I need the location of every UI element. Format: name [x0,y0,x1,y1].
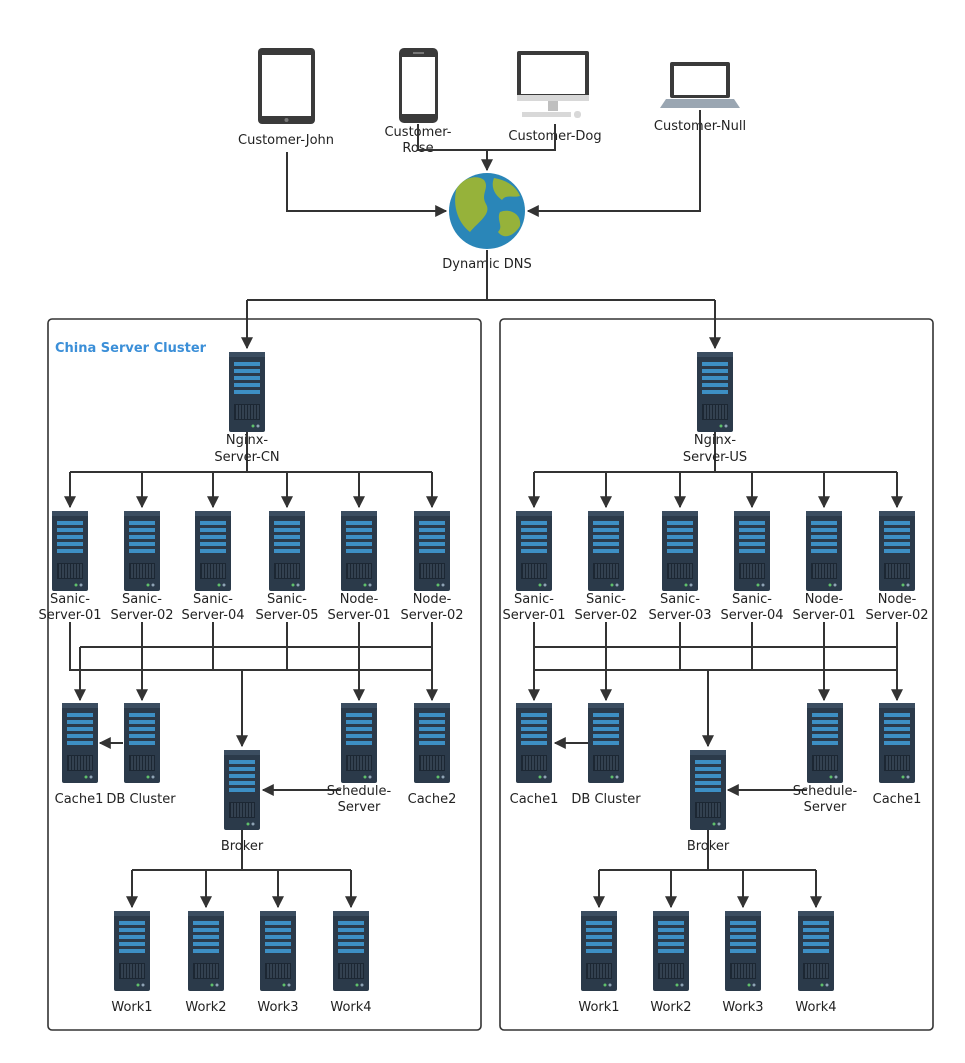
worker-label: Work4 [330,1000,371,1015]
cache-left-label: Cache1 [510,792,559,807]
tablet-icon [258,48,315,124]
app-label-line1: Node- [413,592,452,607]
server-rack-icon [61,702,99,784]
server-rack-icon [340,510,378,592]
server-rack-icon [51,510,89,592]
schedule-label-line1: Schedule- [327,784,392,799]
app-label-line2: Server-01 [38,608,101,623]
server-rack-icon [878,702,916,784]
app-label-line2: Server-04 [181,608,244,623]
app-label-line2: Server-02 [574,608,637,623]
app-label-line2: Server-01 [502,608,565,623]
us-cluster-frame [499,318,934,1031]
app-label-line2: Server-02 [400,608,463,623]
nginx-label-line1: Nginx- [694,433,737,448]
server-rack-icon [340,702,378,784]
app-label-line2: Server-01 [792,608,855,623]
server-rack-icon [661,510,699,592]
app-label-line2: Server-02 [110,608,173,623]
smartphone-icon [399,48,438,123]
server-rack-icon [413,702,451,784]
app-label-line1: Sanic- [267,592,307,607]
worker-label: Work2 [185,1000,226,1015]
server-rack-icon [797,910,835,992]
nginx-label-line1: Nginx- [226,433,269,448]
worker-label: Work1 [578,1000,619,1015]
china-cluster-title: China Server Cluster [55,341,207,356]
server-rack-icon [515,510,553,592]
china-cluster-frame [47,318,482,1031]
server-rack-icon [228,351,266,433]
server-rack-icon [587,702,625,784]
app-label-line1: Sanic- [193,592,233,607]
server-rack-icon [805,510,843,592]
schedule-label-line2: Server [338,800,381,815]
broker-label: Broker [687,839,730,854]
server-rack-icon [515,702,553,784]
server-rack-icon [689,749,727,831]
server-rack-icon [724,910,762,992]
schedule-label-line1: Schedule- [793,784,858,799]
worker-label: Work3 [722,1000,763,1015]
server-rack-icon [332,910,370,992]
nginx-label-line2: Server-CN [214,450,279,465]
app-label-line1: Sanic- [660,592,700,607]
app-label-line2: Server-05 [255,608,318,623]
laptop-icon [660,62,740,108]
app-label-line2: Server-03 [648,608,711,623]
app-label-line1: Sanic- [586,592,626,607]
nginx-label-line2: Server-US [683,450,747,465]
server-rack-icon [113,910,151,992]
server-rack-icon [268,510,306,592]
db-cluster-label: DB Cluster [106,792,176,807]
server-rack-icon [580,910,618,992]
china-cluster: Nginx- Server-CN Sanic- Server-01 Sanic-… [38,351,464,1015]
server-rack-icon [187,910,225,992]
customer-connections [241,110,721,350]
app-label-line1: Node- [878,592,917,607]
worker-label: Work4 [795,1000,836,1015]
app-label-line2: Server-04 [720,608,783,623]
server-rack-icon [123,510,161,592]
server-rack-icon [806,702,844,784]
server-rack-icon [652,910,690,992]
server-rack-icon [259,910,297,992]
schedule-label-line2: Server [804,800,847,815]
app-label-line1: Sanic- [514,592,554,607]
cache-right-label: Cache1 [873,792,922,807]
worker-label: Work1 [111,1000,152,1015]
desktop-monitor-icon [517,51,589,118]
server-rack-icon [413,510,451,592]
server-rack-icon [587,510,625,592]
server-rack-icon [878,510,916,592]
server-rack-icon [696,351,734,433]
worker-label: Work2 [650,1000,691,1015]
db-cluster-label: DB Cluster [571,792,641,807]
app-label-line1: Sanic- [50,592,90,607]
customer-john-label: Customer-John [238,133,334,148]
cache-right-label: Cache2 [408,792,457,807]
globe-icon [449,173,525,249]
app-label-line2: Server-01 [327,608,390,623]
server-rack-icon [194,510,232,592]
server-rack-icon [223,749,261,831]
app-label-line1: Node- [805,592,844,607]
server-rack-icon [123,702,161,784]
broker-label: Broker [221,839,264,854]
app-label-line1: Node- [340,592,379,607]
server-rack-icon [733,510,771,592]
app-label-line1: Sanic- [122,592,162,607]
cache-left-label: Cache1 [55,792,104,807]
app-label-line1: Sanic- [732,592,772,607]
us-cluster: Nginx- Server-US Sanic- Server-01 Sanic-… [502,351,929,1015]
worker-label: Work3 [257,1000,298,1015]
app-label-line2: Server-02 [865,608,928,623]
